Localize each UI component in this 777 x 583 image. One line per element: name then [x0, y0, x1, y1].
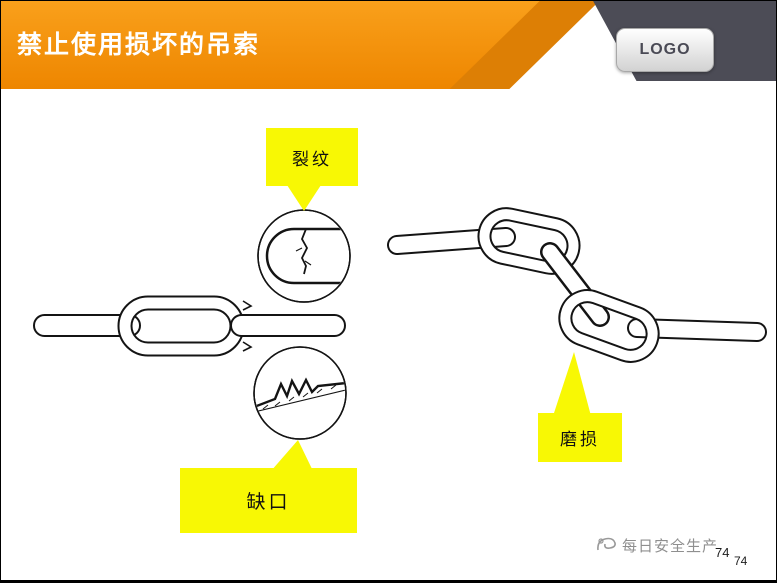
- link-damage-ticks: [242, 300, 253, 352]
- right-chain: [387, 207, 767, 363]
- damaged-chain-diagram: [33, 185, 767, 471]
- crack-line: [300, 228, 309, 275]
- logo-badge: LOGO: [616, 28, 714, 72]
- notch-line: [255, 377, 345, 409]
- crack-pointer: [287, 185, 321, 211]
- right-chain-link-a: [477, 207, 581, 275]
- page-number-overlay: 74: [734, 554, 748, 568]
- page-title: 禁止使用损坏的吊索: [17, 31, 261, 59]
- slide-header: 禁止使用损坏的吊索 LOGO: [1, 1, 776, 89]
- callout-notch: 缺口: [180, 468, 357, 533]
- magnifier-notch: [253, 346, 347, 440]
- right-chain-link-b: [558, 289, 660, 363]
- callout-wear: 磨损: [538, 413, 622, 462]
- watermark-text: 每日安全生产: [622, 537, 719, 555]
- notch-pointer: [271, 440, 313, 471]
- left-rod: [33, 314, 141, 337]
- page-number: 74: [715, 545, 730, 560]
- callout-pointers: [271, 185, 591, 471]
- wear-pointer: [553, 352, 591, 416]
- left-chain: [33, 295, 346, 357]
- watermark-icon: [597, 537, 616, 551]
- watermark: 每日安全生产: [595, 533, 718, 557]
- callout-crack: 裂纹: [266, 128, 358, 186]
- slide-content: 裂纹 缺口 磨损 每日安全生产 74 74: [1, 89, 776, 580]
- magnifier-crack: [257, 209, 351, 303]
- left-link-outer: [117, 295, 245, 357]
- right-rod: [230, 314, 346, 337]
